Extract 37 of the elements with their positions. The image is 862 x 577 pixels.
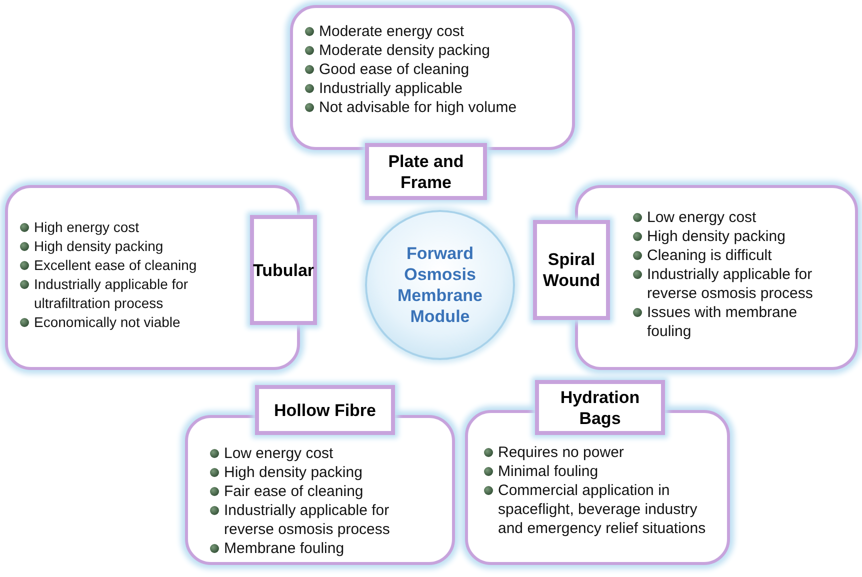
bullet-text: Fair ease of cleaning bbox=[224, 482, 364, 501]
bullet-text: Cleaning is difficult bbox=[647, 246, 772, 265]
title-box bbox=[250, 215, 317, 325]
bullet-text: Industrially applicable for ultrafiltration process bbox=[34, 275, 190, 313]
bullet-text: Low energy cost bbox=[647, 208, 756, 227]
bullet-text: Excellent ease of cleaning bbox=[34, 256, 197, 275]
bullet-text: Moderate density packing bbox=[319, 41, 490, 60]
title-box bbox=[533, 220, 610, 320]
title-box bbox=[365, 143, 487, 200]
bullet-text: Industrially applicable for reverse osmosis process bbox=[647, 265, 814, 303]
bullet-text: Good ease of cleaning bbox=[319, 60, 470, 79]
bullet-text: Low energy cost bbox=[224, 444, 334, 463]
module-title: Hollow Fibre bbox=[274, 400, 376, 420]
details-card bbox=[290, 5, 575, 150]
title-box bbox=[255, 385, 395, 435]
bullet-text: High density packing bbox=[34, 237, 164, 256]
details-card bbox=[185, 415, 455, 565]
center-title: Forward Osmosis Membrane Module bbox=[396, 243, 484, 327]
module-title: Tubular bbox=[252, 260, 314, 280]
bullet-text: Minimal fouling bbox=[498, 462, 598, 481]
bullet-text: High energy cost bbox=[34, 218, 140, 237]
bullet-text: Commercial application in spaceflight, beverage industry and emergency relief situations bbox=[498, 481, 707, 538]
bullet-text: Not advisable for high volume bbox=[319, 98, 517, 117]
bullet-text: High density packing bbox=[647, 227, 786, 246]
bullet-text: Industrially applicable bbox=[319, 79, 462, 98]
details-card bbox=[465, 410, 730, 565]
bullet-text: Requires no power bbox=[498, 443, 624, 462]
bullet-text: Moderate energy cost bbox=[319, 22, 464, 41]
title-box bbox=[535, 380, 665, 435]
module-title: Spiral Wound bbox=[542, 249, 602, 291]
bullet-text: High density packing bbox=[224, 463, 362, 482]
module-title: Plate and Frame bbox=[387, 150, 465, 192]
bullet-text: Economically not viable bbox=[34, 313, 180, 332]
bullet-text: Issues with membrane fouling bbox=[647, 303, 798, 341]
module-title: Hydration Bags bbox=[559, 386, 641, 428]
bullet-text: Membrane fouling bbox=[224, 539, 344, 558]
bullet-text: Industrially applicable for reverse osmosis process bbox=[224, 501, 391, 539]
